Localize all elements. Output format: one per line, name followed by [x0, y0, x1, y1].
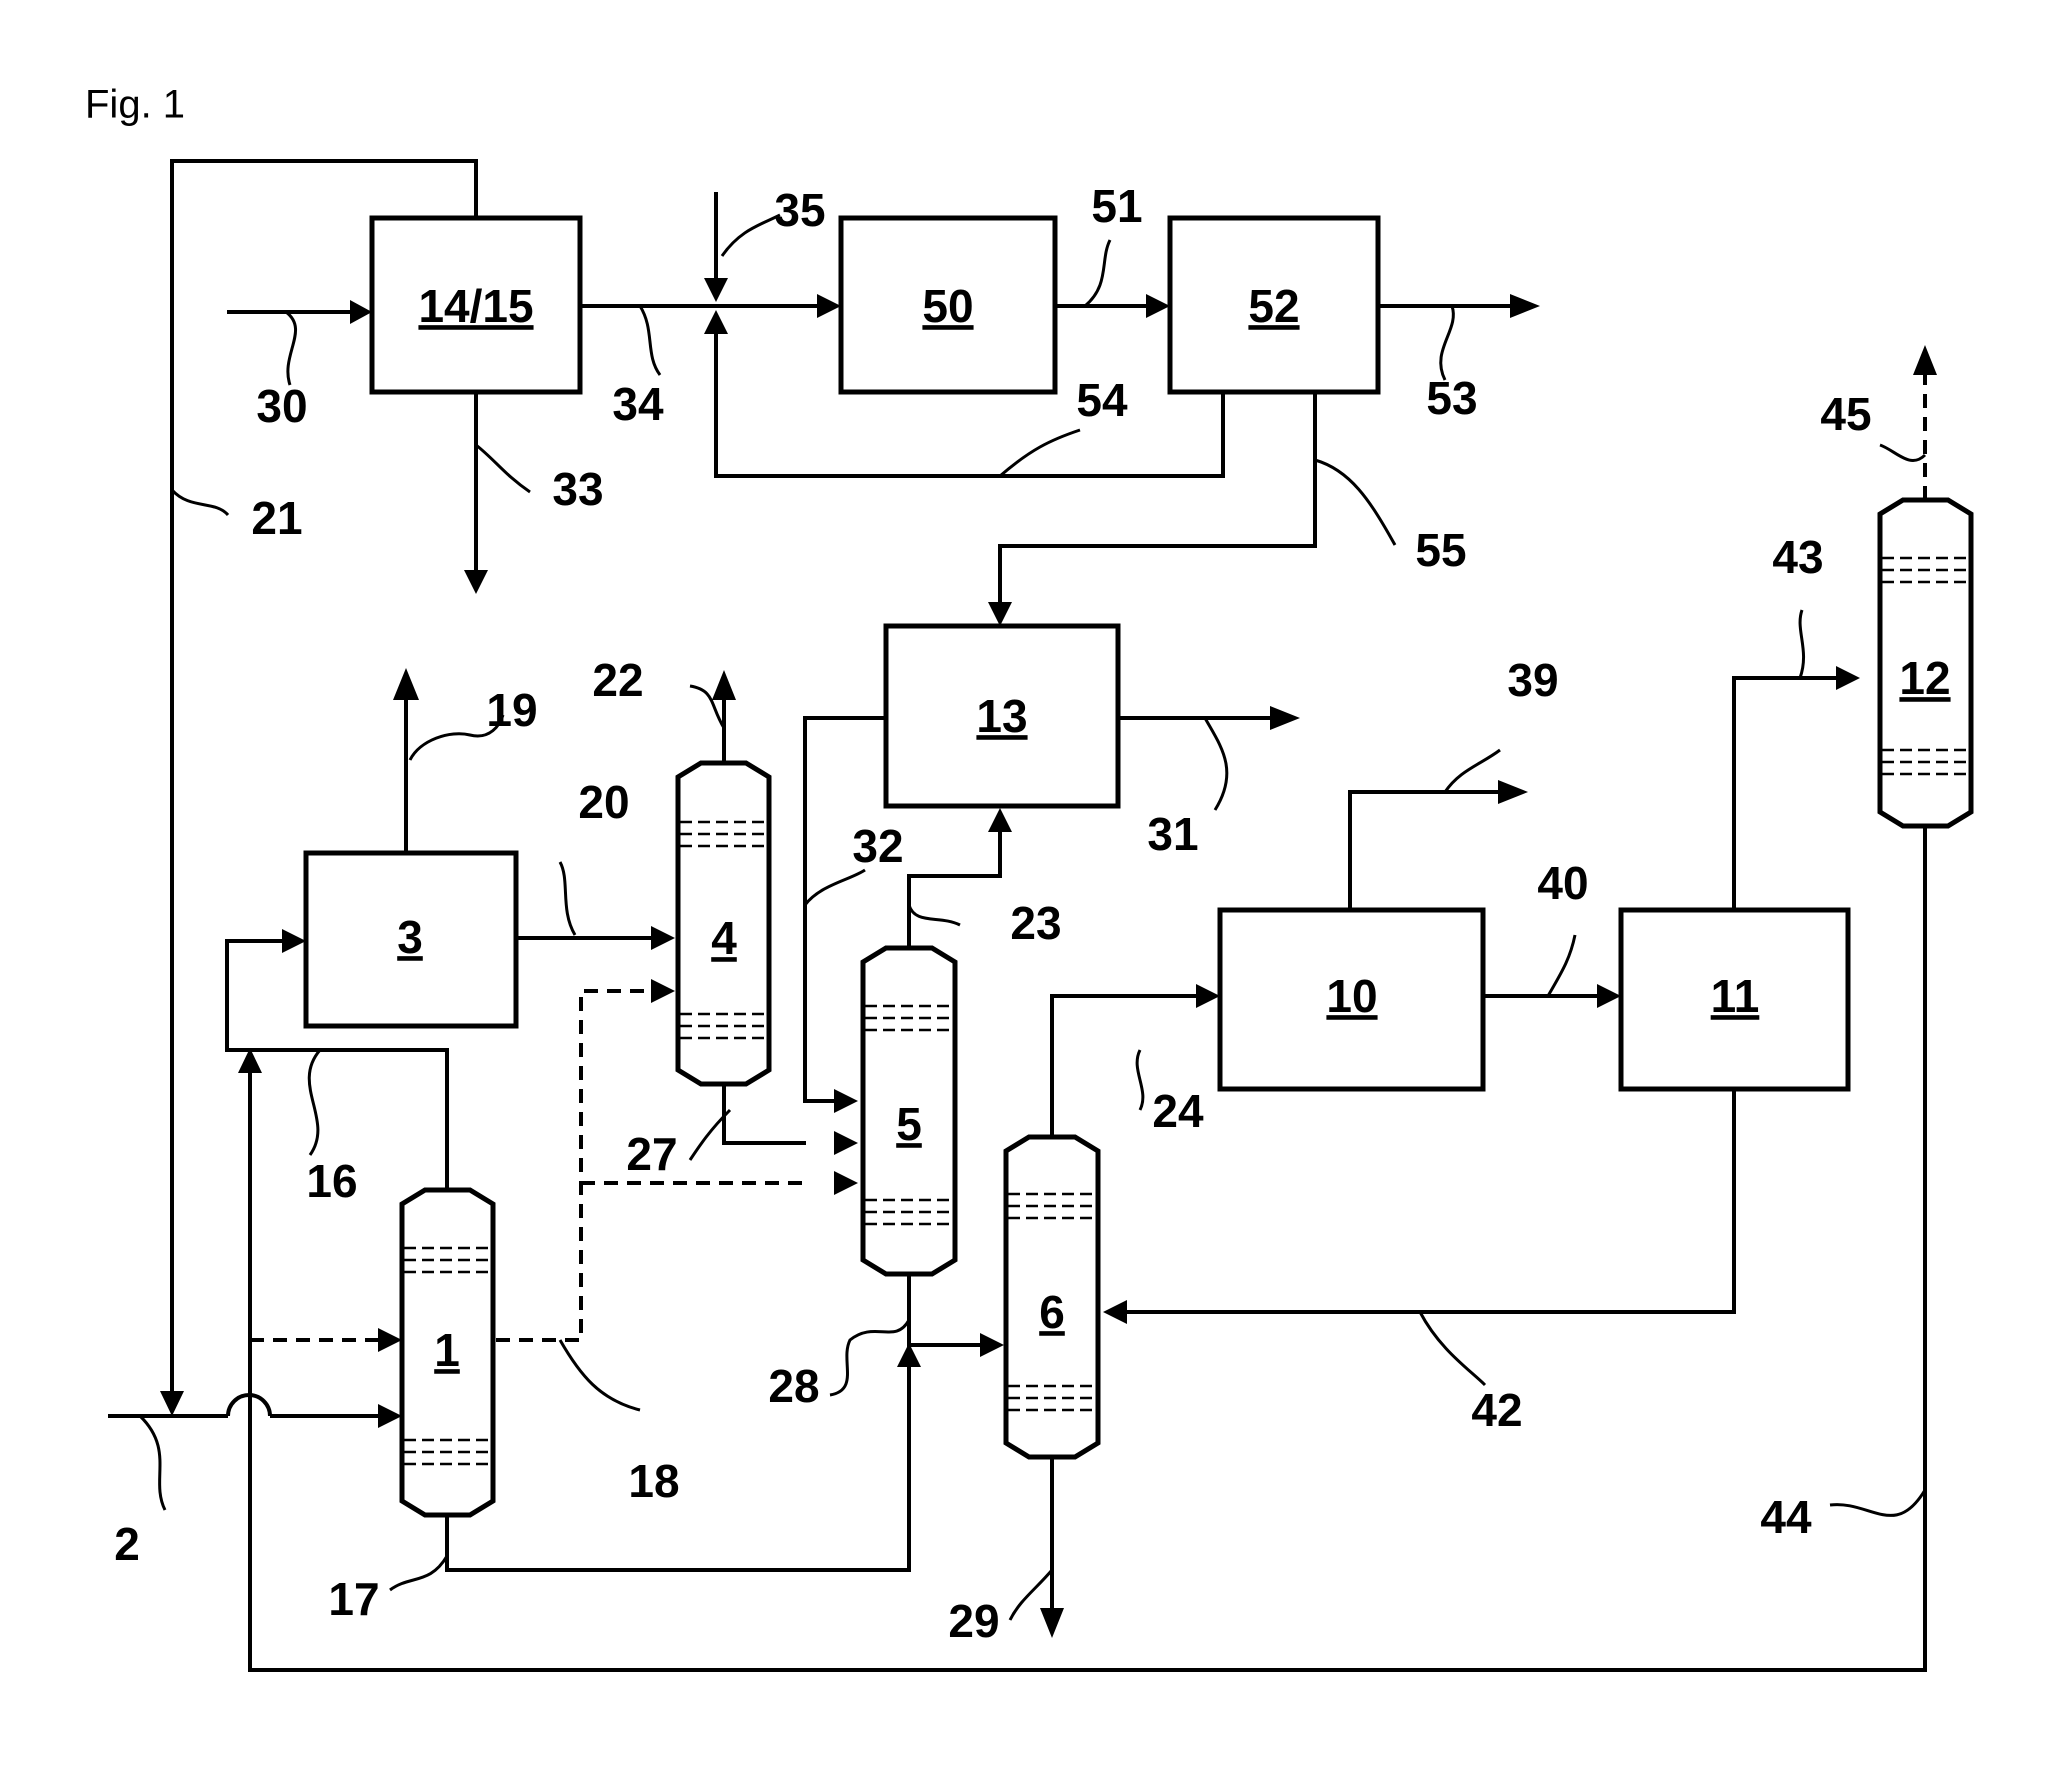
stream-label-22: 22	[592, 654, 643, 706]
stream-label-19: 19	[486, 684, 537, 736]
unit-11-label: 11	[1711, 970, 1760, 1022]
stream-label-28: 28	[768, 1360, 819, 1412]
unit-52: 52	[1167, 215, 1381, 395]
stream-label-2: 2	[114, 1518, 140, 1570]
stream-label-18: 18	[628, 1455, 679, 1507]
unit-3-label: 3	[397, 911, 423, 963]
unit-11: 11	[1618, 907, 1851, 1092]
column-6-label: 6	[1039, 1286, 1065, 1338]
column-12-label: 12	[1899, 652, 1950, 704]
stream-label-17: 17	[328, 1573, 379, 1625]
stream-label-23: 23	[1010, 897, 1061, 949]
stream-label-31: 31	[1147, 808, 1198, 860]
column-5: 5	[860, 945, 958, 1277]
column-1: 1	[399, 1187, 496, 1518]
leader-lines	[138, 213, 1927, 1621]
stream-label-39: 39	[1507, 654, 1558, 706]
stream-label-33: 33	[552, 463, 603, 515]
stream-label-29: 29	[948, 1595, 999, 1647]
stream-label-40: 40	[1537, 857, 1588, 909]
unit-10-label: 10	[1326, 970, 1377, 1022]
stream-label-35: 35	[774, 184, 825, 236]
unit-10: 10	[1217, 907, 1486, 1092]
stream-label-24: 24	[1152, 1085, 1204, 1137]
column-4: 4	[675, 760, 772, 1087]
column-12: 12	[1877, 497, 1974, 829]
stream-label-42: 42	[1471, 1384, 1522, 1436]
stream-label-27: 27	[626, 1128, 677, 1180]
stream-label-34: 34	[612, 378, 664, 430]
unit-13: 13	[883, 623, 1121, 809]
column-4-label: 4	[711, 912, 737, 964]
unit-14-15-label: 14/15	[418, 280, 533, 332]
unit-50-label: 50	[922, 280, 973, 332]
column-6: 6	[1003, 1134, 1101, 1460]
arrowheads	[160, 278, 1937, 1638]
unit-13-label: 13	[976, 690, 1027, 742]
stream-labels: 2 16 17 18 19 20 21 22 23 24 27 28 29 30…	[114, 180, 1871, 1647]
stream-label-51: 51	[1091, 180, 1142, 232]
stream-label-55: 55	[1415, 524, 1466, 576]
stream-label-30: 30	[256, 380, 307, 432]
stream-label-44: 44	[1760, 1491, 1812, 1543]
stream-label-21: 21	[251, 492, 302, 544]
stream-label-32: 32	[852, 820, 903, 872]
stream-label-20: 20	[578, 776, 629, 828]
stream-label-45: 45	[1820, 388, 1871, 440]
column-1-label: 1	[434, 1324, 460, 1376]
figure-label: Fig. 1	[85, 83, 185, 127]
unit-14-15: 14/15	[369, 215, 583, 395]
unit-52-label: 52	[1248, 280, 1299, 332]
unit-3: 3	[303, 850, 519, 1029]
stream-label-16: 16	[306, 1155, 357, 1207]
stream-label-53: 53	[1426, 372, 1477, 424]
stream-label-54: 54	[1076, 374, 1128, 426]
stream-label-43: 43	[1772, 531, 1823, 583]
unit-50: 50	[838, 215, 1058, 395]
column-5-label: 5	[896, 1098, 922, 1150]
